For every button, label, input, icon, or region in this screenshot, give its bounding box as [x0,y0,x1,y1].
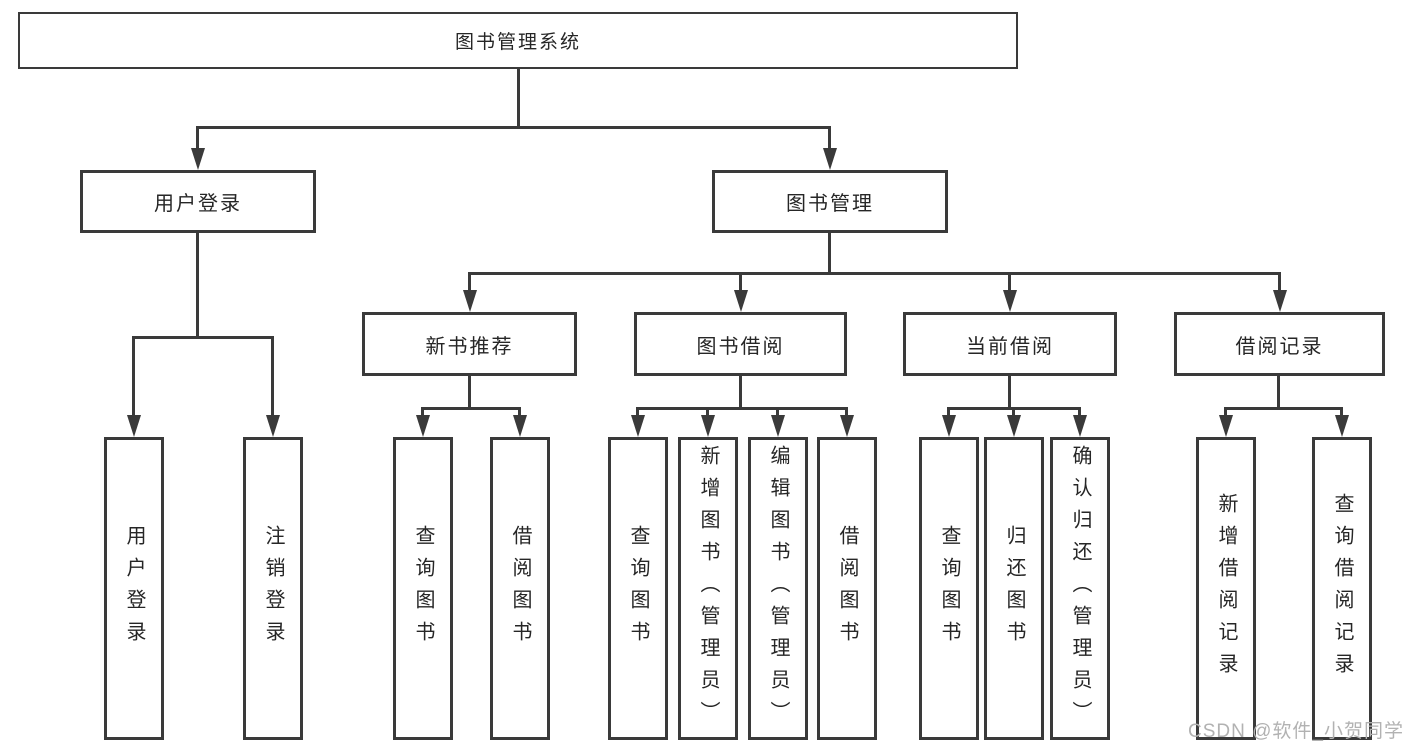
node-label: 用户登录 [123,524,145,653]
arrow-down-icon [1335,415,1349,437]
arrow-down-icon [701,415,715,437]
node-new-book-recommend: 新书推荐 [362,312,577,376]
node-label: 新增图书（管理员） [697,444,719,733]
connector-user-login-bus [132,336,274,339]
leaf-query-borrow-record: 查询借阅记录 [1312,437,1372,740]
leaf-add-borrow-record: 新增借阅记录 [1196,437,1256,740]
connector-drop [845,407,848,417]
connector-records-stem [1277,376,1280,407]
leaf-query-books-recommend: 查询图书 [393,437,453,740]
arrow-down-icon [266,415,280,437]
node-label: 借阅图书 [836,524,858,653]
arrow-down-icon [127,415,141,437]
connector-root-stem [517,69,520,126]
leaf-edit-books-admin: 编辑图书（管理员） [748,437,808,740]
node-label: 查询图书 [938,524,960,653]
connector-drop [1224,407,1227,417]
node-label: 当前借阅 [966,335,1054,358]
node-label: 借阅记录 [1235,335,1324,358]
arrow-down-icon [513,415,527,437]
arrow-down-icon [463,290,477,312]
node-label: 注销登录 [262,524,284,653]
connector-drop [271,336,274,417]
connector-drop [518,407,521,417]
connector-new-book-bus [421,407,521,410]
connector-records-bus [1224,407,1343,410]
leaf-borrow-books-borrowing: 借阅图书 [817,437,877,740]
connector-book-borrow-stem [739,376,742,407]
arrow-down-icon [631,415,645,437]
connector-drop [468,272,471,292]
connector-new-book-stem [468,376,471,407]
leaf-logout: 注销登录 [243,437,303,740]
node-root-system: 图书管理系统 [18,12,1018,69]
leaf-add-books-admin: 新增图书（管理员） [678,437,738,740]
connector-book-mgmt-bus [468,272,1280,275]
connector-drop [1078,407,1081,417]
node-label: 查询图书 [627,524,649,653]
connector-drop [947,407,950,417]
connector-drop [636,407,639,417]
connector-drop [1008,272,1011,292]
node-label: 新增借阅记录 [1215,492,1237,685]
arrow-down-icon [1219,415,1233,437]
arrow-down-icon [942,415,956,437]
connector-root-bus [196,126,831,129]
leaf-user-login: 用户登录 [104,437,164,740]
leaf-query-books-borrowing: 查询图书 [608,437,668,740]
connector-drop [421,407,424,417]
node-label: 借阅图书 [509,524,531,653]
arrow-down-icon [416,415,430,437]
leaf-confirm-return-admin: 确认归还（管理员） [1050,437,1110,740]
node-label: 归还图书 [1003,524,1025,653]
arrow-down-icon [1273,290,1287,312]
arrow-down-icon [191,148,205,170]
node-label: 图书借阅 [696,335,785,358]
node-book-management: 图书管理 [712,170,948,233]
node-label: 新书推荐 [425,335,514,358]
arrow-down-icon [771,415,785,437]
leaf-query-books-current: 查询图书 [919,437,979,740]
node-label: 查询图书 [412,524,434,653]
arrow-down-icon [734,290,748,312]
leaf-borrow-books-recommend: 借阅图书 [490,437,550,740]
node-label: 图书管理 [786,193,874,215]
node-label: 编辑图书（管理员） [767,444,789,733]
node-label: 查询借阅记录 [1331,492,1353,685]
connector-user-login-stem [196,233,199,336]
connector-drop [1012,407,1015,417]
connector-drop [1340,407,1343,417]
node-label: 确认归还（管理员） [1069,444,1091,733]
connector-drop [828,126,831,150]
connector-book-mgmt-stem [828,233,831,272]
connector-current-borrow-stem [1008,376,1011,407]
connector-drop [1278,272,1281,292]
csdn-watermark: CSDN @软件_小贺同学 [1188,721,1404,742]
arrow-down-icon [1007,415,1021,437]
node-label: 图书管理系统 [454,32,581,53]
node-book-borrowing: 图书借阅 [634,312,847,376]
node-current-borrowing: 当前借阅 [903,312,1117,376]
connector-drop [776,407,779,417]
connector-drop [739,272,742,292]
arrow-down-icon [840,415,854,437]
node-borrowing-records: 借阅记录 [1174,312,1385,376]
connector-book-borrow-bus [636,407,848,410]
arrow-down-icon [1003,290,1017,312]
connector-drop [196,126,199,150]
node-user-login: 用户登录 [80,170,316,233]
arrow-down-icon [1073,415,1087,437]
node-label: 用户登录 [154,193,242,215]
connector-drop [706,407,709,417]
arrow-down-icon [823,148,837,170]
leaf-return-books: 归还图书 [984,437,1044,740]
connector-drop [132,336,135,417]
